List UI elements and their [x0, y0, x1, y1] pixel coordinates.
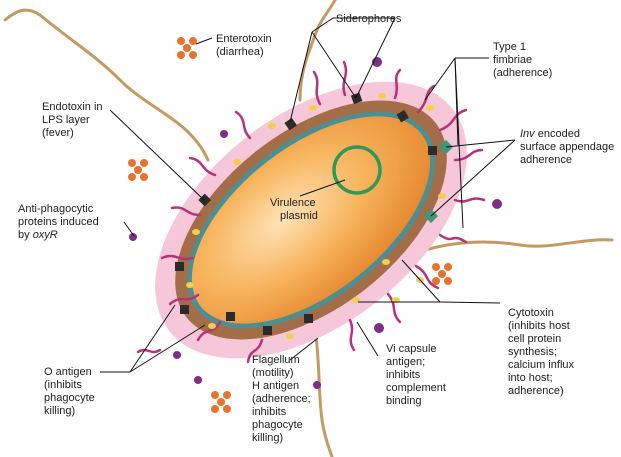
label-type1-fimbriae: Type 1 fimbriae (adherence) — [493, 41, 552, 79]
lps-block — [180, 305, 189, 314]
label-anti-phagocytic: Anti-phagocytic proteins induced by oxyR — [18, 203, 102, 241]
fimbria — [190, 158, 215, 175]
fimbria — [455, 199, 484, 202]
label-vi-capsule: Vi capsule antigen; inhibits complement … — [386, 343, 449, 407]
fimbria — [236, 112, 250, 138]
lps-block — [304, 314, 313, 323]
label-o-antigen: O antigen (inhibits phagocyte killing) — [44, 366, 98, 417]
enterotoxin-cluster — [432, 263, 452, 285]
enterotoxin-cluster — [128, 159, 148, 181]
fimbria — [440, 235, 466, 242]
flagellum-right — [410, 240, 612, 255]
flagellum-bottom — [315, 330, 332, 457]
label-inv-appendage: Inv encoded surface appendage adherence — [520, 128, 617, 166]
fimbria — [138, 350, 160, 352]
label-endotoxin: Endotoxin in LPS layer (fever) — [42, 101, 106, 139]
label-cytotoxin: Cytotoxin (inhibits host cell protein sy… — [508, 307, 577, 397]
lps-block — [226, 312, 235, 321]
label-flagellum: Flagellum (motility) H antigen (adherenc… — [252, 354, 314, 444]
label-siderophores: Siderophores — [336, 13, 402, 25]
fimbria — [350, 320, 354, 350]
lps-block — [175, 262, 184, 271]
enterotoxin-cluster — [177, 37, 197, 59]
enterotoxin-cluster — [211, 391, 231, 413]
label-enterotoxin: Enterotoxin (diarrhea) — [216, 33, 275, 58]
lps-block — [428, 146, 437, 155]
lps-block — [263, 326, 272, 335]
flagellum-top-left — [5, 10, 208, 160]
